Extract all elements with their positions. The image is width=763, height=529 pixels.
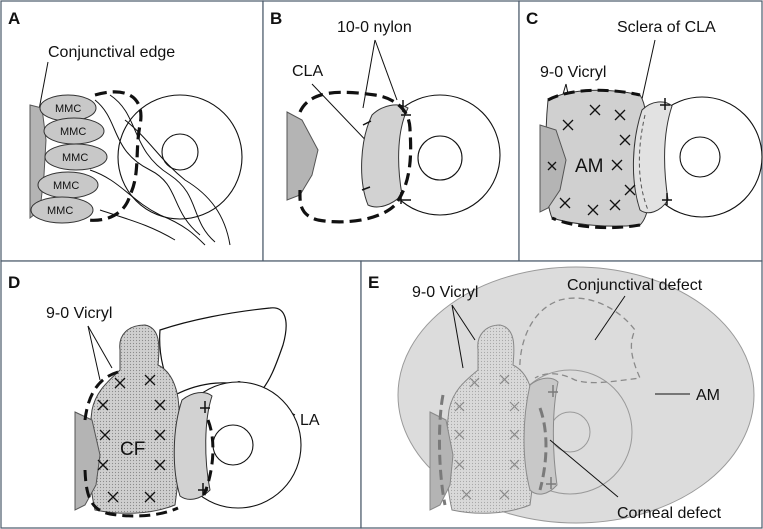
nylon-pointer-1 xyxy=(362,39,376,109)
sclera-pointer xyxy=(639,39,656,109)
panel-e: E xyxy=(360,260,763,529)
sclera-label: Sclera of CLA xyxy=(617,19,716,36)
fold-line-1 xyxy=(94,99,201,236)
panel-c: C Sclera of CLA 9-0 Vicryl xyxy=(518,0,763,262)
pupil-outline-c xyxy=(679,136,721,178)
conjunctival-dashed-border xyxy=(87,90,143,222)
vicryl-label-d: 9-0 Vicryl xyxy=(46,305,112,322)
cla-graft-e xyxy=(523,377,559,495)
cf-label: CF xyxy=(120,439,145,460)
conjunctival-defect-label: Conjunctival defect xyxy=(567,277,703,294)
vicryl-pointer-d1 xyxy=(87,325,101,381)
vicryl-pointer-e2 xyxy=(451,304,476,341)
corneal-defect-pointer xyxy=(549,439,619,498)
panel-d: D 9-0 Vicryl LA xyxy=(0,260,362,529)
am-label-e: AM xyxy=(696,387,720,404)
panel-a-letter: A xyxy=(8,9,20,28)
corneal-defect-dashed xyxy=(538,407,548,491)
mmc-label-2: MMC xyxy=(60,126,86,138)
dashed-border-d xyxy=(83,370,179,518)
nylon-sutures-e xyxy=(546,385,558,489)
corneal-defect-label: Corneal defect xyxy=(617,505,722,522)
mmc-label-3: MMC xyxy=(62,152,88,164)
nylon-sutures xyxy=(361,100,411,204)
pupil-outline-b xyxy=(417,135,463,181)
fold-line-5 xyxy=(124,119,231,246)
vicryl-pointer-d2 xyxy=(87,325,113,369)
fold-line-3 xyxy=(89,169,206,246)
dashed-border-e xyxy=(437,394,447,506)
pupil-outline xyxy=(161,133,199,171)
vicryl-label-e: 9-0 Vicryl xyxy=(412,284,478,301)
mmc-label-5: MMC xyxy=(47,205,73,217)
cla-graft-d xyxy=(173,392,213,500)
fold-line-2 xyxy=(109,94,216,243)
panel-b-letter: B xyxy=(270,9,282,28)
vicryl-x-sutures-d xyxy=(97,374,166,503)
mmc-sponge-5 xyxy=(30,196,94,224)
dashed-border-c xyxy=(547,88,641,230)
panel-a: A Conjunctival edge MMC MMC MMC MMC MMC xyxy=(0,0,264,262)
conjunctival-defect-outline xyxy=(519,297,641,384)
limbal-stub-e xyxy=(429,411,454,511)
vicryl-x-sutures-c xyxy=(547,104,636,216)
limbal-stub-c xyxy=(539,124,567,213)
sclera-edge-dashed xyxy=(638,114,649,211)
panel-b: B 10-0 nylon CLA xyxy=(262,0,520,262)
nylon-sutures-d xyxy=(198,401,210,495)
limbal-stub-d xyxy=(74,411,101,511)
panel-e-letter: E xyxy=(368,273,379,292)
fold-line-4 xyxy=(99,209,176,241)
mmc-label-1: MMC xyxy=(55,103,81,115)
conjunctival-edge-label: Conjunctival edge xyxy=(48,44,175,61)
conj-defect-pointer xyxy=(594,295,626,341)
nylon-label: 10-0 nylon xyxy=(337,19,412,36)
la-label: LA xyxy=(300,412,320,429)
panel-c-letter: C xyxy=(526,9,538,28)
conjunctival-dashed-border-b xyxy=(298,90,413,224)
dashed-limbus-d xyxy=(202,419,215,496)
am-label-c: AM xyxy=(575,156,604,177)
nylon-pointer-2 xyxy=(374,39,398,101)
vicryl-label-c: 9-0 Vicryl xyxy=(540,64,606,81)
vicryl-pointer-e1 xyxy=(451,304,464,369)
pupil-outline-d xyxy=(212,424,254,466)
conjunctival-edge-pointer xyxy=(37,61,49,116)
vicryl-x-sutures-e xyxy=(454,374,520,500)
limbal-stub-b xyxy=(286,111,319,201)
mmc-sponge-3 xyxy=(44,143,108,171)
mmc-label-4: MMC xyxy=(53,180,79,192)
panel-d-letter: D xyxy=(8,273,20,292)
nylon-sutures-c xyxy=(660,98,672,205)
cla-label: CLA xyxy=(292,63,323,80)
